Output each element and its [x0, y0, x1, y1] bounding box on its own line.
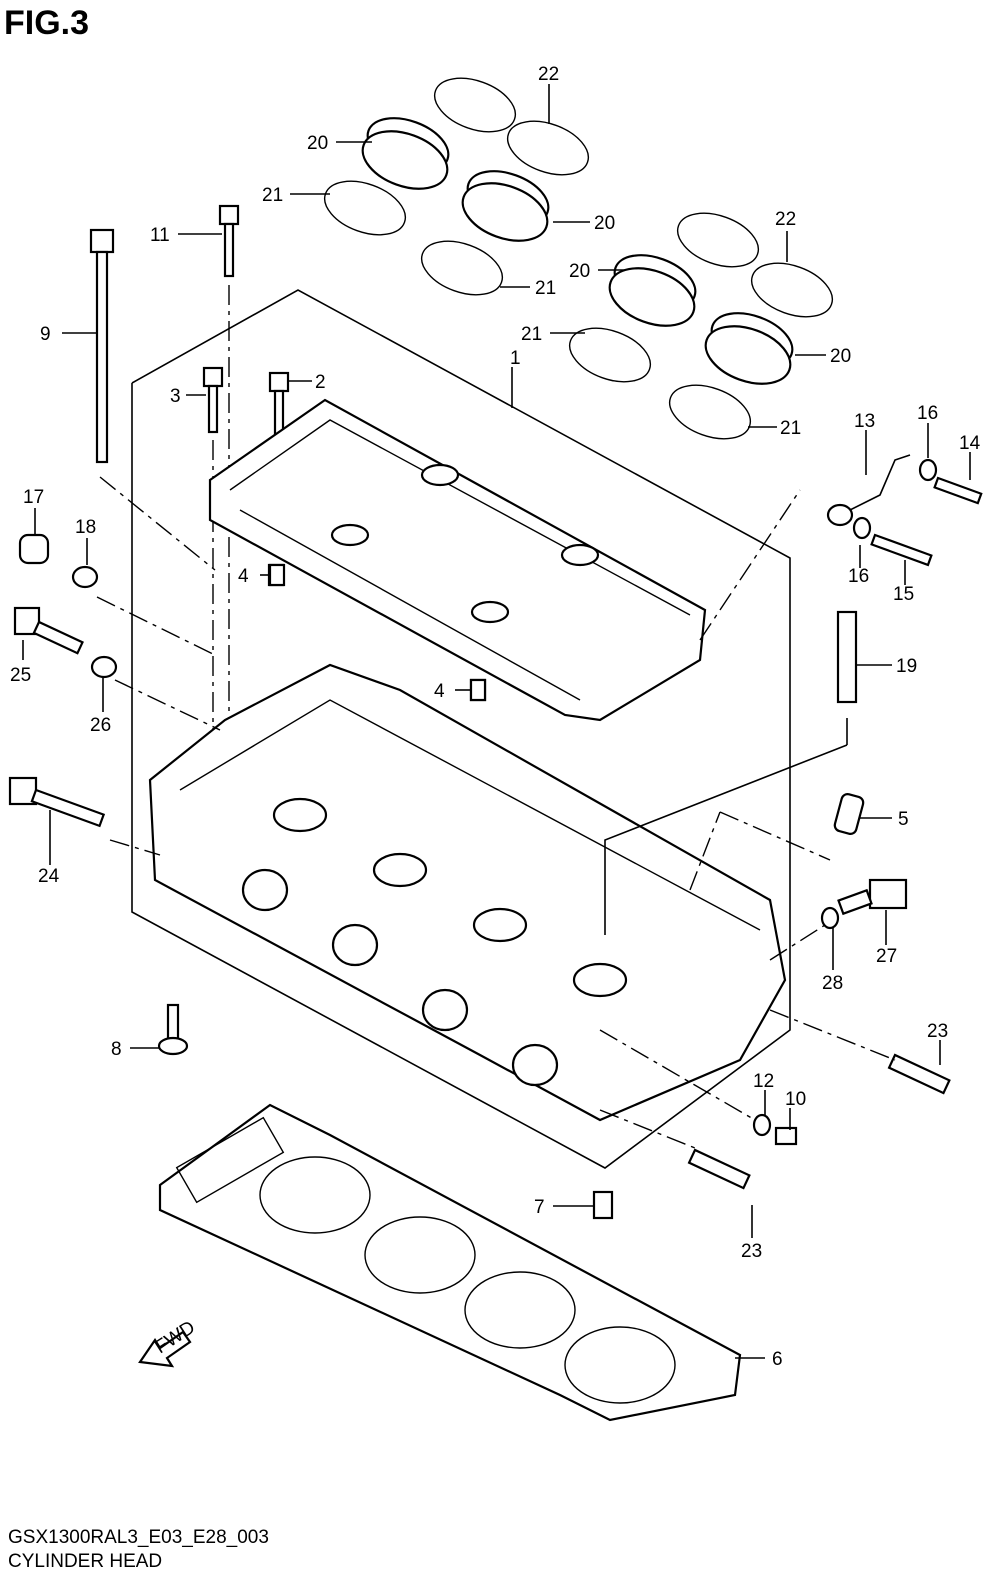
callout-5: 5: [898, 809, 909, 830]
callout-20d: 20: [830, 346, 851, 367]
callout-27: 27: [876, 946, 897, 967]
cylinder-head: [148, 663, 787, 1122]
callout-4b: 4: [434, 681, 445, 702]
callout-16a: 16: [917, 403, 938, 424]
callout-17: 17: [23, 487, 44, 508]
figure-label: FIG.3: [4, 4, 90, 42]
intake-boots: [323, 77, 834, 440]
callout-21b: 21: [535, 278, 556, 299]
callout-13: 13: [854, 411, 875, 432]
assembly-outline: [131, 289, 791, 1169]
callout-14: 14: [959, 433, 981, 454]
callout-21d: 21: [780, 418, 801, 439]
callout-24: 24: [38, 866, 60, 887]
callout-6: 6: [772, 1349, 783, 1370]
callout-22a: 22: [538, 64, 559, 85]
callout-20a: 20: [307, 133, 328, 154]
callout-labels: 1 2 3 4 4 5 6 7 8 9 10 11 12 13 14 15 16…: [10, 64, 981, 1370]
callout-9: 9: [40, 324, 51, 345]
callout-26: 26: [90, 715, 111, 736]
small-parts: [8, 454, 983, 1220]
callout-23a: 23: [927, 1021, 948, 1042]
leader-lines: [22, 84, 971, 1359]
head-gasket: [158, 1103, 742, 1422]
callout-25: 25: [10, 665, 31, 686]
callout-15: 15: [893, 584, 914, 605]
callout-18: 18: [75, 517, 96, 538]
callout-1: 1: [510, 348, 521, 369]
callout-21c: 21: [521, 324, 542, 345]
callout-7: 7: [534, 1197, 545, 1218]
callout-16b: 16: [848, 566, 869, 587]
callout-3: 3: [170, 386, 181, 407]
callout-21a: 21: [262, 185, 283, 206]
callout-23b: 23: [741, 1241, 762, 1262]
fwd-arrow: FWD: [138, 1317, 199, 1368]
model-code: GSX1300RAL3_E03_E28_003: [8, 1527, 269, 1548]
callout-12: 12: [753, 1071, 774, 1092]
callout-2: 2: [315, 372, 326, 393]
callout-20c: 20: [569, 261, 590, 282]
section-name: CYLINDER HEAD: [8, 1551, 163, 1572]
callout-20b: 20: [594, 213, 615, 234]
callout-4a: 4: [238, 566, 249, 587]
callout-22b: 22: [775, 209, 796, 230]
callout-19: 19: [896, 656, 917, 677]
callout-10: 10: [785, 1089, 806, 1110]
callout-28: 28: [822, 973, 843, 994]
callout-8: 8: [111, 1039, 122, 1060]
callout-11: 11: [150, 225, 170, 246]
cam-holder: [208, 398, 707, 722]
